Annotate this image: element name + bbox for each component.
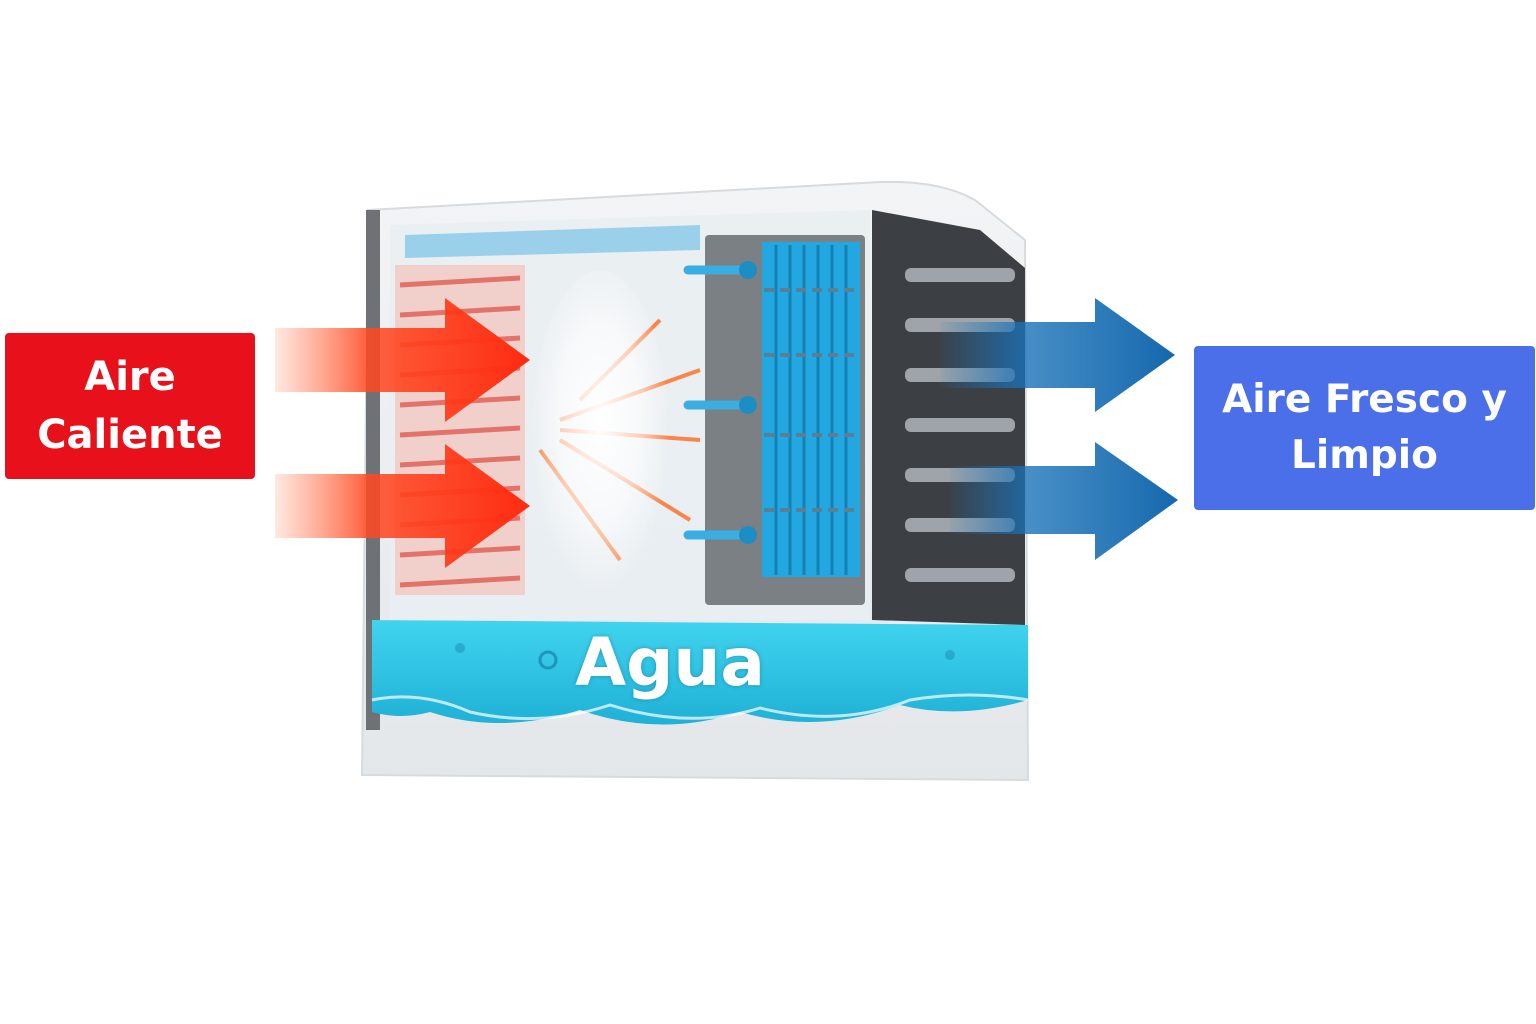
- hot-arrow-upper: [275, 298, 530, 422]
- air-vent: [872, 210, 1025, 625]
- water-label: Agua: [575, 623, 765, 701]
- cool-air-label: Aire Fresco y Limpio: [1194, 346, 1535, 510]
- hot-air-label-text: Aire Caliente: [37, 354, 223, 458]
- hot-arrow-lower: [275, 444, 530, 568]
- hot-air-label: Aire Caliente: [5, 333, 255, 479]
- cool-arrow-upper: [940, 298, 1175, 412]
- cool-arrow-lower: [950, 442, 1178, 560]
- hot-air-arrows: [275, 298, 530, 568]
- cool-air-arrows: [940, 298, 1178, 560]
- water-tank: [371, 620, 1029, 725]
- water-mist: [530, 270, 670, 610]
- filter-unit: [683, 235, 865, 605]
- cool-air-label-text: Aire Fresco y Limpio: [1222, 377, 1507, 478]
